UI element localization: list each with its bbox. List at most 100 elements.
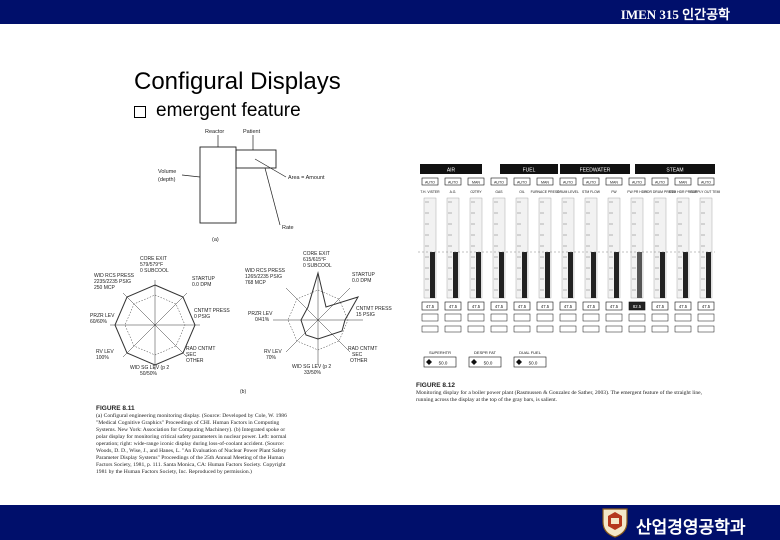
fig-a-patient-label: Patient bbox=[243, 129, 261, 135]
reading-value: 47.5 bbox=[702, 304, 711, 309]
reading-value: 47.5 bbox=[472, 304, 481, 309]
left-wid-value: 2235/2235 PSIG bbox=[94, 279, 131, 285]
right-wid-mcp: 768 MCP bbox=[245, 280, 267, 286]
left-rad-label: RAD CNTMT bbox=[186, 346, 215, 352]
group-header-2 bbox=[500, 164, 558, 174]
diamond-icon bbox=[516, 359, 522, 365]
header-bar: IMEN 315 인간공학 bbox=[0, 0, 780, 24]
right-cntmt-label: CNTMT PRESS bbox=[356, 306, 392, 312]
reading-value: 47.5 bbox=[610, 304, 619, 309]
polar-display-normal: CORE EXIT 579/579°F 0 SUBCOOL WID RCS PR… bbox=[90, 256, 230, 377]
figure-8-11-text: (a) Configural engineering monitoring di… bbox=[96, 413, 287, 475]
reading-box bbox=[582, 301, 600, 311]
diamond-icon bbox=[471, 359, 477, 365]
value-bar bbox=[614, 252, 619, 298]
column-label: STM FLOW bbox=[582, 190, 601, 194]
column-label: A.G. bbox=[450, 190, 457, 194]
left-startup-label: STARTUP bbox=[192, 276, 216, 282]
reading-box bbox=[513, 301, 531, 311]
alarm-box bbox=[513, 325, 531, 333]
value-bar bbox=[706, 252, 711, 298]
value-bar bbox=[660, 252, 665, 298]
alarm-box bbox=[582, 325, 600, 333]
reading-value: 47.5 bbox=[656, 304, 665, 309]
column-label: T.H. VISTER bbox=[420, 190, 440, 194]
right-rad-label: RAD CNTMT bbox=[348, 346, 377, 352]
fig-a-diagram: Reactor Patient Volume (depth) Area = Am… bbox=[158, 129, 325, 243]
value-bar bbox=[591, 252, 596, 298]
left-wid-mcp: 250 MCP bbox=[94, 285, 116, 291]
department-name: 산업경영공학과 bbox=[636, 518, 746, 538]
left-core-value: 579/579°F bbox=[140, 262, 163, 268]
mode-button-label: MAN bbox=[610, 181, 618, 185]
group-header-3 bbox=[560, 164, 630, 174]
left-przr-value: 60/60% bbox=[90, 319, 108, 325]
reading-box bbox=[467, 301, 485, 311]
left-przr-label: PRZR LEV bbox=[90, 313, 115, 319]
reading-value: 47.5 bbox=[426, 304, 435, 309]
reading-box bbox=[536, 301, 554, 311]
value-bar bbox=[568, 252, 573, 298]
alarm-box bbox=[628, 325, 646, 333]
value-bar bbox=[430, 252, 435, 298]
right-core-label: CORE EXIT bbox=[303, 251, 330, 257]
control-box bbox=[651, 313, 669, 322]
reading-value: 47.5 bbox=[518, 304, 527, 309]
bottom-indicator-value: 50.0 bbox=[529, 361, 538, 366]
figure-8-11: Reactor Patient Volume (depth) Area = Am… bbox=[90, 125, 400, 505]
left-rv-label: RV LEV bbox=[96, 349, 114, 355]
figure-8-11-graphic: Reactor Patient Volume (depth) Area = Am… bbox=[90, 129, 392, 395]
control-box bbox=[559, 313, 577, 322]
right-rad-sec: SEC bbox=[352, 352, 363, 358]
mode-button bbox=[513, 177, 531, 186]
left-cntmt-value: 0 PSIG bbox=[194, 314, 210, 320]
control-box bbox=[582, 313, 600, 322]
column-label: GAS bbox=[495, 190, 503, 194]
bottom-indicator-value: 50.0 bbox=[439, 361, 448, 366]
control-box bbox=[444, 313, 462, 322]
column-label: SUPPLY OUT TEMP bbox=[690, 190, 720, 194]
reading-value: 82.5 bbox=[633, 304, 642, 309]
figure-8-12-title: FIGURE 8.12 bbox=[416, 382, 456, 389]
control-box bbox=[697, 313, 715, 322]
mode-button-label: AUTO bbox=[494, 181, 504, 185]
reading-box bbox=[421, 301, 439, 311]
value-bar bbox=[637, 252, 642, 298]
right-startup-label: STARTUP bbox=[352, 272, 376, 278]
left-rad-sec: SEC bbox=[186, 352, 197, 358]
mode-button bbox=[674, 177, 692, 186]
right-sglev-value: 33/50% bbox=[304, 370, 322, 376]
column-label: FW bbox=[611, 190, 617, 194]
alarm-box bbox=[536, 325, 554, 333]
reading-box bbox=[697, 301, 715, 311]
slide-title: Configural Displays bbox=[134, 68, 341, 95]
bullet-item: emergent feature bbox=[134, 100, 301, 122]
group-header-label: FUEL bbox=[523, 168, 536, 174]
control-box bbox=[536, 313, 554, 322]
fig-a-volume-label: Volume bbox=[158, 169, 176, 175]
bullet-text: emergent feature bbox=[156, 100, 301, 121]
right-sglev-label: WID SG LEV (p 2 bbox=[292, 364, 331, 370]
mode-button-label: AUTO bbox=[448, 181, 458, 185]
reading-box bbox=[674, 301, 692, 311]
group-header-label: FEEDWATER bbox=[580, 168, 611, 174]
left-core-label: CORE EXIT bbox=[140, 256, 167, 262]
left-cntmt-label: CNTMT PRESS bbox=[194, 308, 230, 314]
bottom-indicator-label: DUAL FUEL bbox=[519, 350, 542, 355]
bottom-indicator-label: SUPERHTR bbox=[429, 350, 451, 355]
mode-button-label: AUTO bbox=[655, 181, 665, 185]
mode-button bbox=[559, 177, 577, 186]
reading-box bbox=[490, 301, 508, 311]
mode-button-label: AUTO bbox=[517, 181, 527, 185]
alarm-box bbox=[651, 325, 669, 333]
value-bar bbox=[683, 252, 688, 298]
control-box bbox=[605, 313, 623, 322]
mode-button-label: MAN bbox=[472, 181, 480, 185]
value-bar bbox=[499, 252, 504, 298]
mode-button bbox=[536, 177, 554, 186]
mode-button bbox=[467, 177, 485, 186]
group-header-label: STEAM bbox=[666, 168, 683, 174]
column-label: OIL bbox=[519, 190, 525, 194]
control-box bbox=[490, 313, 508, 322]
